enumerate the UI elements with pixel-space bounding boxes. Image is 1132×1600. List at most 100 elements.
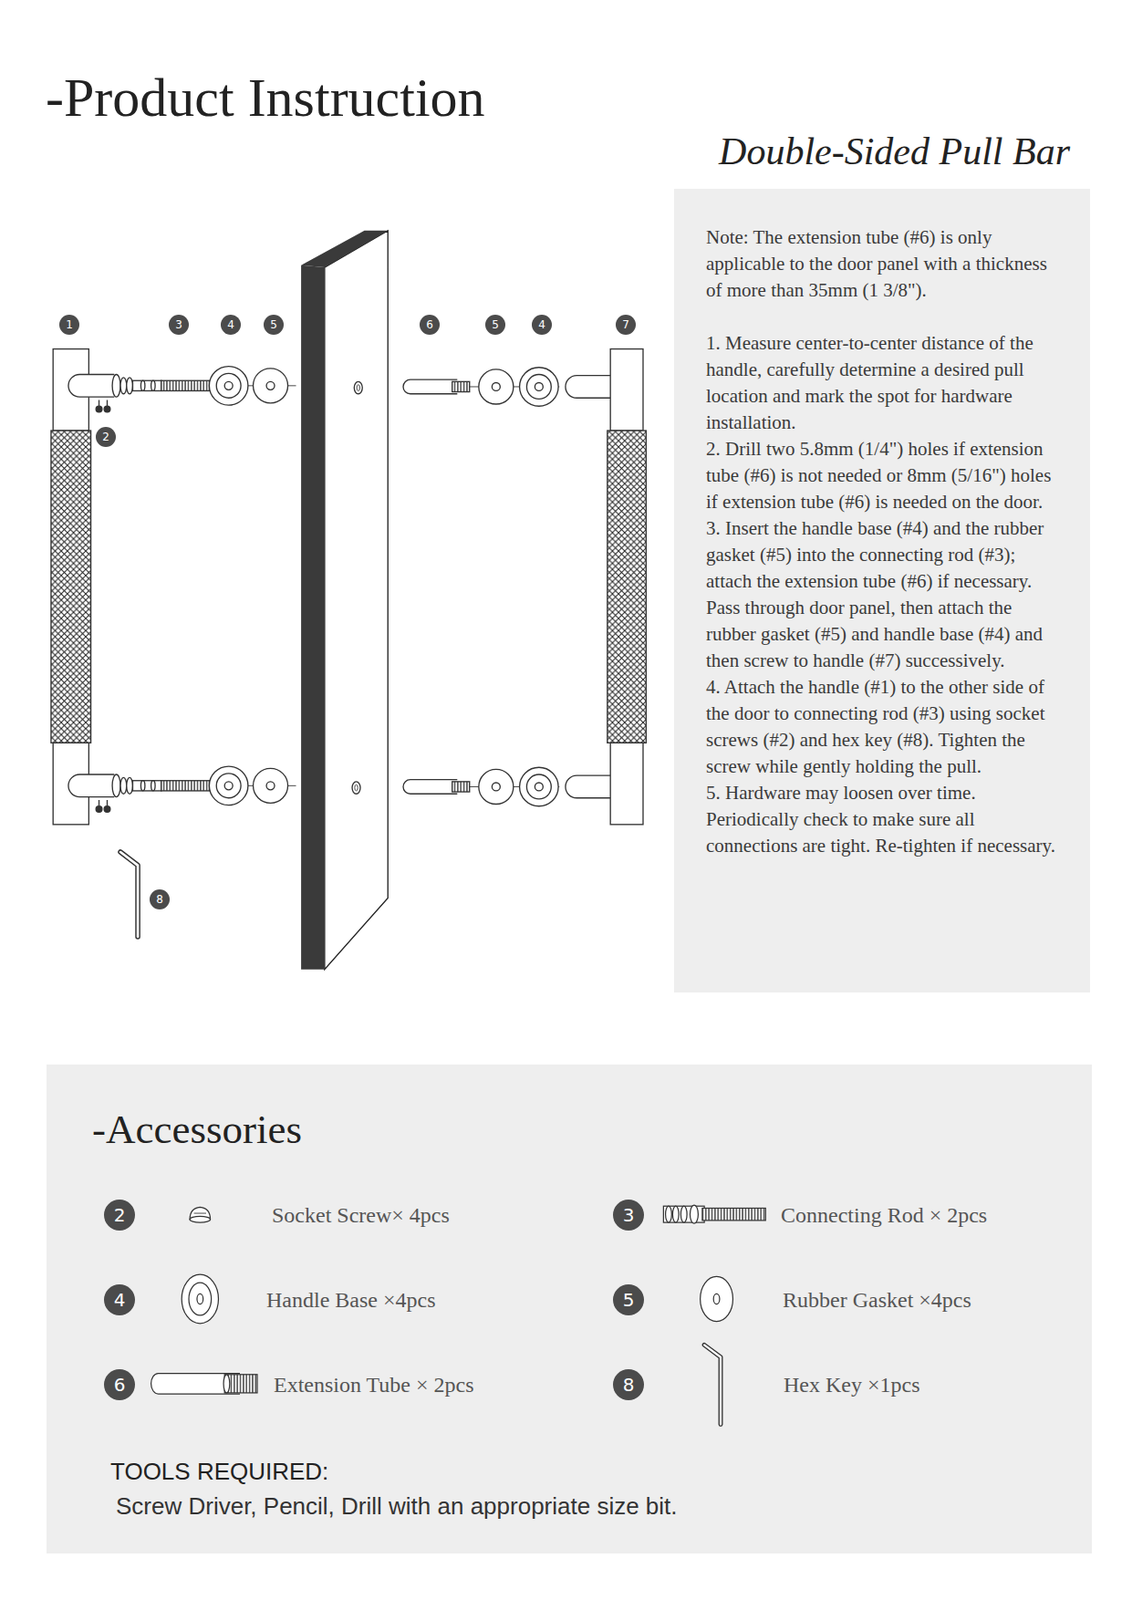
callout-text: 2 (114, 1205, 126, 1225)
door-panel-part (356, 384, 360, 392)
left-hardware-part (224, 781, 233, 790)
left-hardware-part (132, 780, 161, 791)
instruction-panel-ground (674, 188, 1091, 993)
accessory-icons-part (181, 1274, 219, 1324)
accessory-icons-part (704, 1344, 721, 1424)
tools-list: Screw Driver, Pencil, Drill with an appr… (115, 1493, 678, 1521)
callout-text: 6 (114, 1375, 126, 1394)
right-hardware-part (519, 367, 560, 407)
callout-number: 3 (168, 314, 189, 335)
left-hardware-part (266, 381, 275, 390)
accessory-name: Hex Key ×1pcs (783, 1372, 921, 1397)
callout-number: 2 (95, 426, 116, 447)
left-hardware-part (140, 780, 145, 791)
door-panel-part (354, 784, 358, 791)
callout-text: 1 (65, 319, 73, 331)
left-hardware-part (161, 380, 210, 391)
accessory-name: Connecting Rod × 2pcs (780, 1203, 987, 1227)
accessories-panel-ground (46, 1064, 1092, 1554)
right-hardware-part (526, 774, 551, 800)
right-hardware-part (452, 781, 470, 792)
callout-number: 6 (419, 314, 440, 335)
callout-text: 8 (155, 893, 164, 905)
accessory-icons-part (665, 1205, 673, 1223)
section-heading: -Accessories (92, 1106, 302, 1154)
accessory-icons-part (700, 1276, 734, 1321)
right-hardware-part (491, 382, 500, 391)
panel-heading: Double-Sided Pull Bar (718, 128, 1070, 175)
accessory-icons-part (223, 1374, 230, 1393)
callout-text: 5 (491, 319, 499, 331)
left-hardware-part (120, 777, 127, 794)
left-hardware-part (266, 781, 275, 790)
left-hardware-part (208, 766, 249, 806)
left-hardware-part (98, 799, 100, 807)
left-hardware-part (103, 806, 111, 813)
door-panel-part (324, 230, 388, 970)
callout-text: 3 (175, 319, 183, 331)
page-title: -Product Instruction (45, 67, 486, 128)
right-handle-part (610, 349, 644, 431)
right-hardware-part (534, 382, 543, 391)
left-hardware (68, 366, 297, 813)
left-hardware-part (126, 377, 134, 395)
left-hardware-part (216, 373, 241, 398)
accessory-icons-part (189, 1215, 210, 1223)
accessory-icons (151, 1204, 767, 1425)
left-hardware-part (112, 374, 121, 398)
accessory-name: Extension Tube × 2pcs (273, 1372, 475, 1397)
callout-number: 5 (612, 1284, 644, 1316)
left-hardware-part (106, 799, 108, 807)
instruction-panel: Double-Sided Pull BarNote: The extension… (674, 188, 1091, 993)
right-handle-part (607, 430, 647, 743)
right-hardware-part (534, 782, 543, 791)
callout-number: 7 (615, 314, 636, 335)
right-hardware-part (565, 375, 611, 399)
left-hardware-part (216, 773, 241, 799)
right-hardware-part (403, 779, 457, 795)
right-hardware-part (478, 369, 514, 405)
callout-number: 1 (59, 314, 80, 335)
callout-text: 8 (623, 1375, 635, 1394)
hex-key-part (120, 851, 138, 937)
door-panel (301, 230, 388, 970)
accessory-icons-part (704, 1344, 721, 1424)
hex-key-part (120, 851, 138, 937)
accessory-icons-part (689, 1204, 698, 1224)
left-hardware-part (120, 377, 127, 395)
callout-number: 3 (612, 1199, 644, 1231)
door-panel-part (352, 781, 361, 794)
accessory-icons-part (194, 1213, 207, 1215)
right-handle-part (610, 742, 644, 824)
callout-number: 6 (103, 1369, 136, 1401)
callout-text: 2 (102, 431, 110, 443)
callout-number: 8 (612, 1369, 644, 1401)
left-hardware-part (224, 381, 233, 390)
left-hardware-part (151, 380, 156, 391)
step-text: 2. Drill two 5.8mm (1/4") holes if exten… (706, 436, 1059, 516)
left-hardware-part (151, 780, 156, 791)
callout-number: 5 (263, 314, 284, 335)
left-hardware-part (112, 774, 121, 798)
left-hardware-part (98, 400, 100, 407)
right-hardware-part (403, 379, 457, 395)
callout-number: 4 (103, 1284, 136, 1316)
left-hardware-part (253, 768, 289, 803)
left-hardware-part (103, 405, 111, 413)
right-hardware-part (526, 374, 551, 400)
left-hardware-part (95, 806, 103, 813)
door-panel-part (301, 265, 325, 970)
right-hardware-part (452, 381, 470, 392)
door-panel-part (301, 230, 388, 268)
accessory-icons-part (680, 1205, 687, 1223)
left-hardware-part (95, 405, 103, 413)
door-panel-part (353, 381, 363, 394)
step-text: 5. Hardware may loosen over time. Period… (706, 779, 1059, 860)
callout-text: 4 (538, 319, 546, 331)
callout-text: 4 (114, 1290, 126, 1309)
step-text: 4. Attach the handle (#1) to the other s… (706, 674, 1059, 780)
accessory-name: Socket Screw× 4pcs (271, 1203, 450, 1227)
left-hardware-part (140, 380, 145, 391)
callout-text: 4 (227, 319, 235, 331)
accessory-name: Handle Base ×4pcs (266, 1287, 436, 1312)
